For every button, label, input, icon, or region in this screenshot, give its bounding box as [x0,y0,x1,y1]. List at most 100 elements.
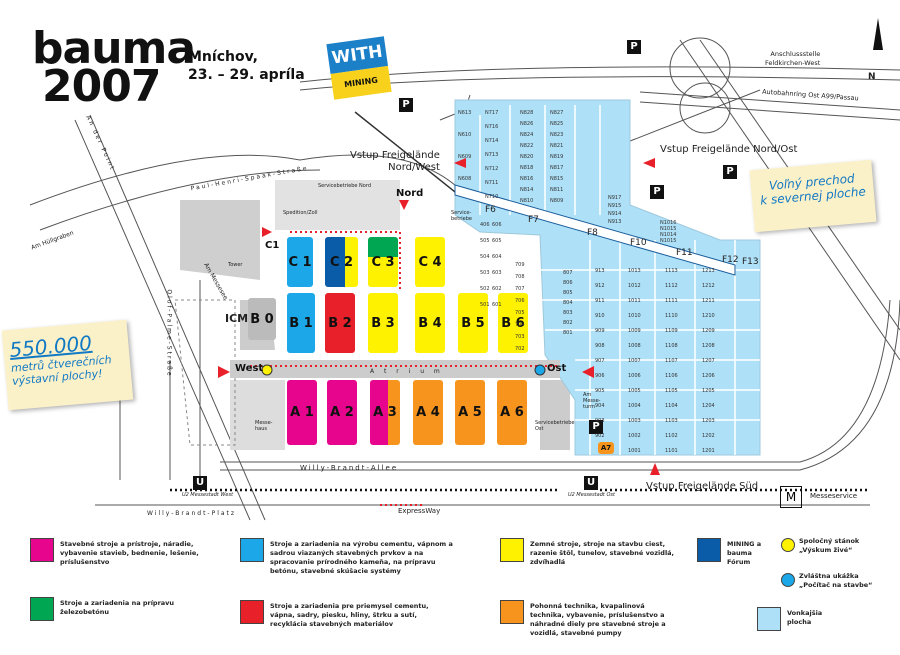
stand-label: 807 [563,270,573,276]
section-f7: F7 [528,215,539,225]
stand-label: N913 [608,219,622,225]
legend-text: Stroje a zariadenia na výrobu cementu, v… [270,540,453,575]
gate-c1[interactable]: C1 [265,240,280,251]
stand-label: 1007 [628,358,641,364]
stand-label: 502 [480,286,490,292]
olof-palme-strasse: Olof-Palme-Straße [165,289,173,378]
stand-label: 1005 [628,388,641,394]
legend-text: Pohonná technika, kvapalinová technika, … [530,602,666,637]
stand-label: 908 [595,343,605,349]
hall-a5[interactable]: A 5 [455,380,485,445]
u2-ost-label: U2 Messestadt Ost [568,492,615,498]
tower: Tower [228,262,243,268]
am-messeturm: Am Messe-turm [583,392,601,410]
hall-b1[interactable]: B 1 [287,293,315,353]
hall-c3[interactable]: C 3 [368,237,398,287]
stand-label: N810 [520,198,534,204]
stand-label: 905 [595,388,605,394]
legend-text: Stroje a zariadenia pre priemysel cement… [270,602,429,628]
stand-label: N712 [485,166,499,172]
stand-label: N1016 [660,220,677,226]
stand-label: 703 [515,334,525,340]
hall-a1[interactable]: A 1 [287,380,317,445]
stand-label: 606 [492,222,502,228]
icm-label: ICM [225,312,249,325]
stand-label: N915 [608,203,622,209]
stand-label: 605 [492,238,502,244]
stand-label: N817 [550,165,564,171]
stand-label: 1113 [665,268,678,274]
stand-label: 1110 [665,313,678,319]
legend-swatch [30,597,54,621]
hall-b0[interactable]: B 0 [248,298,276,340]
hall-c2[interactable]: C 2 [325,237,358,287]
stand-label: 505 [480,238,490,244]
gate-nord[interactable]: Nord [396,188,424,199]
stand-label: 1111 [665,298,678,304]
section-f12: F12 [722,255,739,265]
parking-icon: P [627,40,641,54]
stand-label: 705 [515,310,525,316]
legend-dot-icon [781,538,795,552]
hall-b3[interactable]: B 3 [368,293,398,353]
stand-label: N823 [550,132,564,138]
stand-label: 910 [595,313,605,319]
hall-b5[interactable]: B 5 [458,293,488,353]
hall-a7[interactable]: A7 [598,442,614,454]
stand-label: 501 [480,302,490,308]
servicebetriebe-nord: Servicebetriebe Nord [318,183,371,189]
parking-icon: P [650,185,664,199]
stand-label: 406 [480,222,490,228]
section-f10: F10 [630,238,647,248]
stand-label: 904 [595,403,605,409]
gate-west[interactable]: West [235,363,264,374]
stand-label: 504 [480,254,490,260]
stand-label: N716 [485,124,499,130]
servicebetriebe-ost: Servicebetriebe Ost [535,420,575,432]
section-f11: F11 [676,248,693,258]
passage-note: Voľný prechod k severnej ploche [749,159,877,233]
stand-label: 912 [595,283,605,289]
hall-c1[interactable]: C 1 [287,237,313,287]
logo-word: bauma [32,23,196,74]
hall-b6[interactable]: B 6 [498,293,528,353]
hall-a2[interactable]: A 2 [327,380,357,445]
u2-west-label: U2 Messestadt West [182,492,234,498]
stand-label: 1205 [702,388,715,394]
stand-label: 1213 [702,268,715,274]
atrium-label: A t r i u m [370,368,444,375]
stand-label: 1212 [702,283,715,289]
servicebetriebe-north: Service-betriebe [451,210,472,222]
entrance-nord-ost[interactable]: Vstup Freigelände Nord/Ost [660,144,798,155]
parking-icon: P [399,98,413,112]
stand-label: 1207 [702,358,715,364]
stand-label: 803 [563,310,573,316]
u-bahn-ost-icon: U [584,476,598,490]
legend-text: Stavebné stroje a prístroje, náradie, vy… [60,540,199,566]
legend-text: Spoločný stánok „Výskum živé“ [799,537,860,554]
hall-c4[interactable]: C 4 [415,237,445,287]
hall-a6[interactable]: A 6 [497,380,527,445]
stand-label: 801 [563,330,573,336]
entrance-sud[interactable]: Vstup Freigelände Süd [646,481,759,492]
stand-label: N828 [520,110,534,116]
hall-b2[interactable]: B 2 [325,293,355,353]
hall-b4[interactable]: B 4 [415,293,445,353]
stand-label: N609 [458,154,472,160]
stand-label: 707 [515,286,525,292]
hall-a3[interactable]: A 3 [370,380,400,445]
stand-label: N827 [550,110,564,116]
spedition-zoll: Spedition/Zoll [283,210,318,216]
gate-ost[interactable]: Ost [547,363,567,374]
legend-swatch [500,538,524,562]
area-note: 550.000 metrů čtverečních výstavní ploch… [1,319,134,411]
legend-dot-icon [781,573,795,587]
stand-label: N811 [550,187,564,193]
stand-label: 1211 [702,298,715,304]
stand-label: 601 [492,302,502,308]
stand-label: N713 [485,152,499,158]
stand-label: N815 [550,176,564,182]
hall-a4[interactable]: A 4 [413,380,443,445]
